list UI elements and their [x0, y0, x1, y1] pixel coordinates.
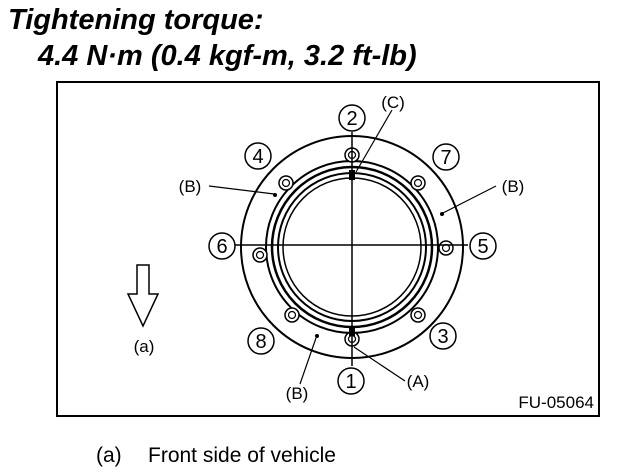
bolt-number-7: 7: [440, 147, 451, 169]
label-c: (C): [381, 93, 405, 112]
bolt-lower-left: [284, 307, 300, 323]
callout-bolt-4: 4: [244, 142, 272, 170]
torque-title: Tightening torque:: [8, 4, 264, 36]
callout-bolt-3: 3: [429, 322, 457, 350]
figure-code: FU-05064: [518, 393, 594, 412]
callout-bolt-1: 1: [337, 367, 365, 395]
leader-b-right: [442, 185, 497, 214]
label-a: (A): [407, 372, 430, 391]
legend-text: Front side of vehicle: [148, 444, 336, 467]
bolt-number-8: 8: [255, 331, 266, 353]
callout-bolt-5: 5: [469, 232, 497, 260]
callout-bolt-7: 7: [432, 143, 460, 171]
point-b-right: [440, 212, 444, 216]
bolt-upper-left: [278, 175, 294, 191]
callout-bolt-2: 2: [338, 104, 366, 132]
bolt-left: [252, 247, 268, 263]
torque-value: 4.4 N·m (0.4 kgf-m, 3.2 ft-lb): [38, 40, 417, 72]
leader-b-bottom: [299, 337, 317, 385]
label-b-left: (B): [179, 177, 202, 196]
point-b-left: [273, 193, 277, 197]
bolt-number-5: 5: [477, 236, 488, 258]
bolt-lower-right: [410, 307, 426, 323]
bolt-right: [438, 240, 454, 256]
leader-b-left: [208, 185, 275, 195]
label-b-bottom: (B): [286, 384, 309, 403]
bolt-number-2: 2: [346, 108, 357, 130]
label-front-a: (a): [134, 337, 155, 356]
bolt-upper-right: [410, 175, 426, 191]
callout-bolt-6: 6: [208, 232, 236, 260]
bolt-number-4: 4: [252, 146, 263, 168]
leader-c: [355, 109, 393, 173]
bolt-number-6: 6: [216, 236, 227, 258]
callout-bolt-8: 8: [247, 327, 275, 355]
leader-a: [353, 346, 406, 382]
front-direction-arrow: [126, 264, 160, 328]
label-b-right: (B): [502, 177, 525, 196]
point-b-bottom: [315, 334, 319, 338]
bolt-number-3: 3: [437, 326, 448, 348]
figure-frame: [56, 81, 600, 417]
legend-key: (a): [96, 444, 122, 467]
bolt-number-1: 1: [345, 371, 356, 393]
